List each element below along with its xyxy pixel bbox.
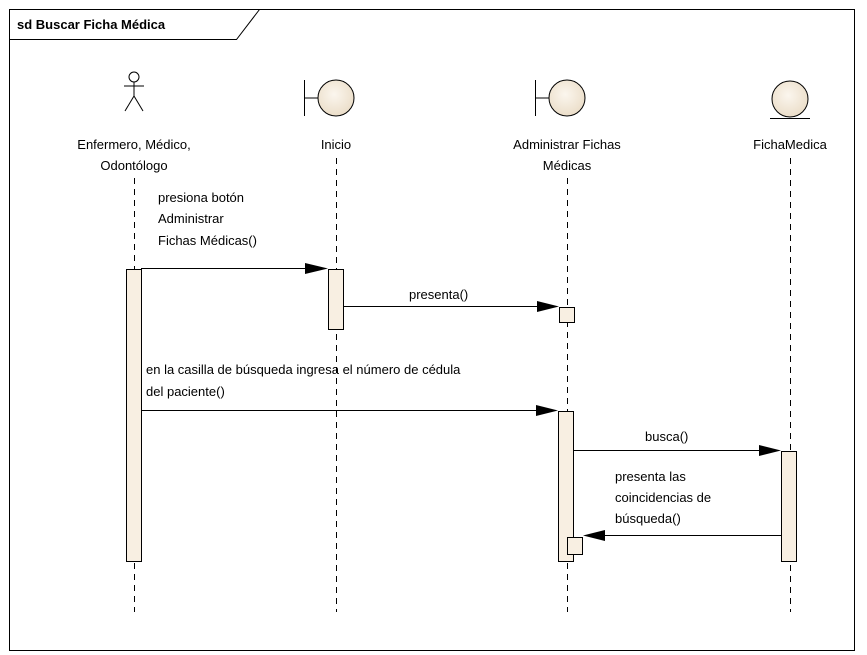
activation-administrar-presenta xyxy=(559,307,575,323)
message-m5 xyxy=(583,530,781,541)
frame-title: sd Buscar Ficha Médica xyxy=(17,17,166,32)
activation-administrar-result xyxy=(567,537,583,555)
frame-border xyxy=(9,9,855,651)
message-m1 xyxy=(141,263,328,274)
activation-inicio xyxy=(328,269,344,330)
activation-administrar xyxy=(558,411,574,562)
message-m3-label-line2: del paciente() xyxy=(146,384,225,399)
message-m4-label: busca() xyxy=(645,429,688,444)
message-m3 xyxy=(141,405,558,416)
boundary-icon-administrar xyxy=(535,79,586,117)
boundary-icon-inicio xyxy=(304,79,355,117)
message-m1-label-line3: Fichas Médicas() xyxy=(158,233,257,248)
lifeline-actor-name-line2: Odontólogo xyxy=(100,158,167,173)
message-m3-label-line1: en la casilla de búsqueda ingresa el núm… xyxy=(146,362,461,377)
activation-fichamedica xyxy=(781,451,797,562)
actor-icon xyxy=(124,71,144,112)
message-m5-label-line3: búsqueda() xyxy=(615,511,681,526)
message-m1-label-line2: Administrar xyxy=(158,211,224,226)
message-m5-label-line1: presenta las xyxy=(615,469,686,484)
entity-icon-fichamedica xyxy=(770,80,810,119)
lifeline-administrar-name-line1: Administrar Fichas xyxy=(513,137,621,152)
lifeline-fichamedica-name: FichaMedica xyxy=(753,137,827,152)
message-m2-label: presenta() xyxy=(409,287,468,302)
lifeline-actor-name-line1: Enfermero, Médico, xyxy=(77,137,190,152)
lifeline-inicio-name: Inicio xyxy=(321,137,351,152)
activation-actor xyxy=(126,269,142,562)
message-m4 xyxy=(574,445,781,456)
frame-title-tab xyxy=(9,9,260,40)
message-m1-label-line1: presiona botón xyxy=(158,190,244,205)
message-m2 xyxy=(343,301,559,312)
message-m5-label-line2: coincidencias de xyxy=(615,490,711,505)
lifeline-administrar-name-line2: Médicas xyxy=(543,158,592,173)
